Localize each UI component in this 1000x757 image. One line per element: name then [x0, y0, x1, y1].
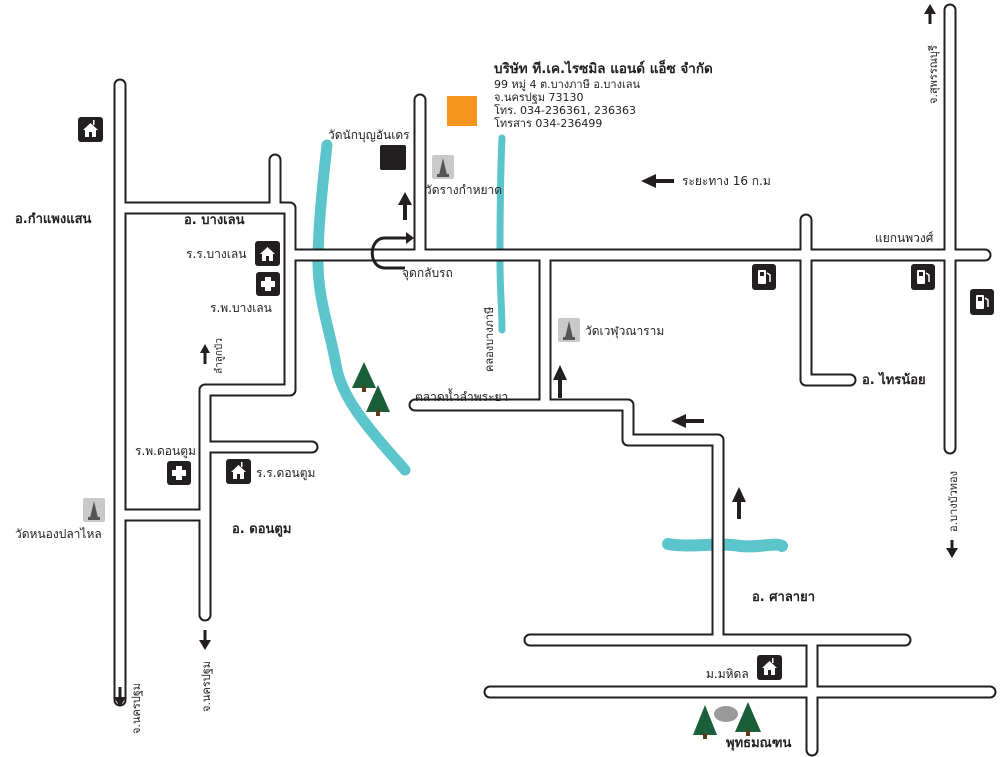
company-address-1: 99 หมู่ 4 ต.บางภาษี อ.บางเลน: [494, 78, 640, 91]
label-intersection: แยกนพวงศ์: [875, 231, 934, 245]
school-icon: [78, 117, 103, 142]
label-school-don-tum: ร.ร.ดอนตูม: [256, 466, 316, 480]
tree-icon: [366, 385, 390, 416]
label-lam-luk-bua: ลำลูกบัว: [214, 338, 225, 374]
label-don-tum: อ. ดอนตูม: [232, 522, 292, 537]
temple-icon: [558, 318, 580, 342]
temple-icon: [432, 155, 454, 179]
river-main: [312, 139, 411, 476]
arrow-south-nakhonpathom-2: [199, 630, 211, 650]
temple-icon: [83, 498, 105, 522]
arrow-north-suphanburi: [924, 4, 936, 24]
label-sai-noi: อ. ไทรน้อย: [862, 373, 926, 388]
roads-fill: [115, 5, 995, 755]
arrow-up-lamlukbua: [200, 344, 210, 364]
label-to-nakhon-pathom-1: จ.นครปฐม: [130, 682, 143, 734]
arrow-west-road: [671, 414, 704, 428]
label-u-turn: จุดกลับรถ: [402, 266, 453, 280]
label-wat-nonglapla: วัดหนองปลาไหล: [15, 527, 102, 541]
arrow-up-wetsuwan: [553, 365, 567, 398]
label-khlong-bang-phasi: คลองบางภาษี: [483, 306, 496, 372]
river-south: [662, 538, 788, 553]
tree-icon: [352, 362, 376, 392]
hospital-icon: [167, 461, 191, 485]
tree-icon: [693, 705, 717, 739]
building-icon: [380, 145, 406, 170]
company-info: บริษัท ที.เค.ไรซมิล แอนด์ แอ็ซ จำกัด 99 …: [494, 60, 713, 130]
label-wat-wetsuwanaram: วัดเวฬุวณาราม: [585, 324, 665, 338]
mountain-icon: [714, 706, 738, 722]
school-icon: [757, 655, 782, 680]
label-distance: ระยะทาง 16 ก.ม: [682, 174, 771, 188]
gas-station-icon: [970, 289, 994, 315]
label-bang-len: อ. บางเลน: [184, 213, 245, 228]
direction-arrows: [114, 4, 958, 707]
company-address-2: จ.นครปฐม 73130: [494, 91, 584, 104]
label-wat-nakbun: วัดนักบุญอันเดร: [328, 128, 410, 142]
arrow-up-company: [398, 192, 412, 220]
arrow-up-south: [732, 487, 746, 519]
label-to-suphanburi: จ.สุพรรณบุรี: [927, 45, 940, 104]
label-mahidol: ม.มหิดล: [706, 667, 749, 681]
trees: [352, 362, 761, 739]
river-khlong: [496, 134, 506, 334]
gas-station-icon: [752, 264, 776, 290]
company-fax: โทรสาร 034-236499: [494, 117, 603, 130]
label-salaya: อ. ศาลายา: [752, 590, 816, 605]
arrow-west-distance: [641, 174, 674, 188]
company-marker-icon: [447, 96, 477, 126]
label-wat-rangkamhyat: วัดรางกำหยาด: [425, 183, 503, 197]
gas-station-icon: [911, 264, 935, 290]
school-icon: [255, 241, 280, 266]
label-hospital-bang-len: ร.พ.บางเลน: [210, 301, 272, 315]
arrow-south-nakhonpathom-1: [114, 687, 126, 707]
company-phone: โทร. 034-236361, 236363: [494, 104, 637, 117]
arrow-south-bangbuathong: [946, 540, 958, 558]
label-phutthamonthon: พุทธมณฑน: [726, 736, 792, 751]
school-icon: [226, 459, 251, 484]
u-turn-arrow: [370, 232, 414, 270]
label-school-bang-len: ร.ร.บางเลน: [186, 247, 247, 261]
label-floating-market: ตลาดน้ำลำพระยา: [415, 390, 509, 404]
hospital-icon: [256, 272, 280, 296]
tree-icon: [735, 702, 761, 736]
company-name: บริษัท ที.เค.ไรซมิล แอนด์ แอ็ซ จำกัด: [494, 61, 713, 77]
label-hospital-don-tum: ร.พ.ดอนตูม: [135, 444, 196, 458]
label-to-nakhon-pathom-2: จ.นครปฐม: [200, 660, 213, 712]
label-to-bang-bua-thong: อ.บางบัวทอง: [947, 470, 960, 532]
label-kamphaeng-saen: อ.กำแพงแสน: [15, 212, 92, 227]
